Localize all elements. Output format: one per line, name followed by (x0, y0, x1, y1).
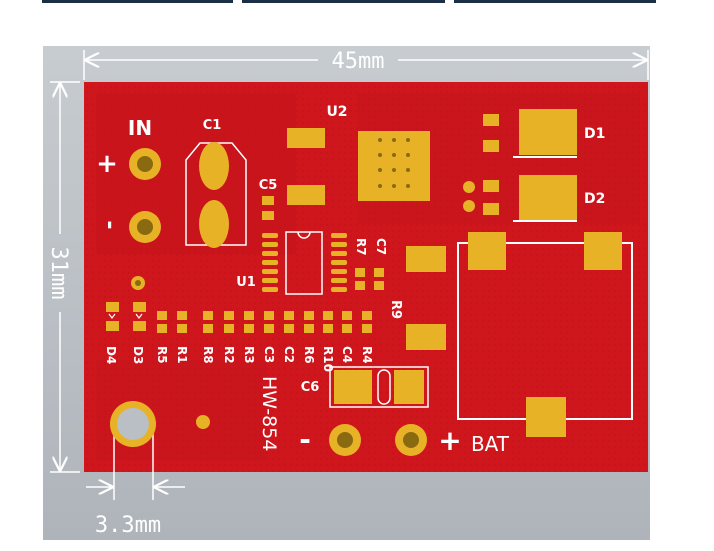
c7-pad-2 (374, 281, 384, 290)
top-bar-segment-3 (454, 0, 656, 3)
label-d1: D1 (584, 126, 605, 142)
battery-pad-bottom (526, 397, 566, 437)
label-r3: R3 (242, 346, 256, 364)
resistor-pads (157, 311, 372, 333)
label-c3: C3 (262, 346, 276, 363)
u1-outline (285, 231, 323, 295)
d2-pad-large (519, 175, 577, 221)
label-r6: R6 (302, 346, 316, 364)
u2-thermal-vias (378, 138, 410, 188)
top-bar-segment-1 (42, 0, 233, 3)
d1-pad-small-2 (483, 140, 499, 152)
c1-outline (185, 142, 247, 246)
label-c2: C2 (282, 346, 296, 363)
label-u2: U2 (326, 104, 347, 120)
hole-spacing-dimension (86, 430, 185, 500)
label-u1: U1 (236, 275, 256, 290)
label-r8: R8 (201, 346, 215, 364)
label-c7: C7 (374, 238, 388, 255)
label-c5: C5 (259, 178, 278, 193)
bat-minus-hole (337, 432, 353, 448)
input-plus-label: + (96, 149, 118, 179)
label-r2: R2 (222, 346, 236, 364)
c6-pad-right (394, 370, 424, 404)
label-r4: R4 (360, 346, 374, 364)
r9-pad-bottom (406, 324, 446, 350)
d2-pad-small-1 (483, 180, 499, 192)
c5-pad-2 (262, 211, 274, 220)
label-r10: R10 (321, 346, 335, 372)
u2-pad-small (287, 128, 325, 148)
pcb-pour-zone-1 (96, 94, 296, 254)
r7-pad-2 (355, 281, 365, 290)
d2-via-1 (463, 181, 475, 193)
r9-pad-top (406, 246, 446, 272)
mounting-hole (117, 408, 149, 440)
label-d2: D2 (584, 191, 605, 207)
c6-polarity-mark (377, 369, 391, 405)
top-bar-segment-2 (242, 0, 445, 3)
c1-pad-top (199, 142, 229, 190)
label-d4: D4 (104, 346, 118, 364)
u2-pad-large (358, 131, 430, 201)
d1-pad-large (519, 109, 577, 155)
label-c6: C6 (301, 380, 320, 395)
c1-pad-bottom (199, 200, 229, 248)
bat-plus-hole (403, 432, 419, 448)
width-dimension (83, 50, 649, 80)
input-minus-label: - (97, 220, 122, 229)
c6-outline (329, 366, 429, 408)
u1-notch (297, 231, 311, 239)
small-via-pad (196, 415, 210, 429)
label-r7: R7 (354, 238, 368, 256)
bat-minus-label: - (299, 423, 311, 456)
label-c1: C1 (203, 118, 222, 133)
row-labels: D4 D3 R5 R1 R8 R2 R3 C3 C2 R6 R10 C4 R4 (104, 346, 374, 372)
label-r5: R5 (155, 346, 169, 364)
c6-pad-left (334, 370, 372, 404)
battery-pad-left (468, 232, 506, 270)
hole-spacing-label: 3.3mm (95, 513, 161, 538)
battery-pad-right (584, 232, 622, 270)
input-minus-hole (137, 219, 153, 235)
d2-via-2 (463, 200, 475, 212)
c5-pad-1 (262, 196, 274, 205)
height-dimension-label: 31mm (46, 247, 71, 300)
bat-label: BAT (471, 432, 510, 456)
led-pads (106, 302, 146, 331)
d1-pad-small-1 (483, 114, 499, 126)
u2-pad-lower (287, 185, 325, 205)
height-dimension (50, 81, 80, 473)
u1-pins-right (331, 233, 347, 292)
led-arrows (108, 313, 143, 319)
model-label: HW-854 (258, 376, 280, 451)
label-r9: R9 (388, 300, 403, 319)
led-indicator-hole (135, 280, 141, 286)
c7-pad-1 (374, 268, 384, 277)
width-dimension-label: 45mm (332, 49, 385, 74)
u1-pins-left (262, 233, 278, 292)
input-label: IN (128, 116, 152, 140)
r7-pad-1 (355, 268, 365, 277)
input-plus-hole (137, 156, 153, 172)
label-c4: C4 (340, 346, 354, 363)
bat-plus-label: + (438, 424, 461, 457)
d2-pad-small-2 (483, 203, 499, 215)
label-d3: D3 (131, 346, 145, 364)
label-r1: R1 (175, 346, 189, 364)
